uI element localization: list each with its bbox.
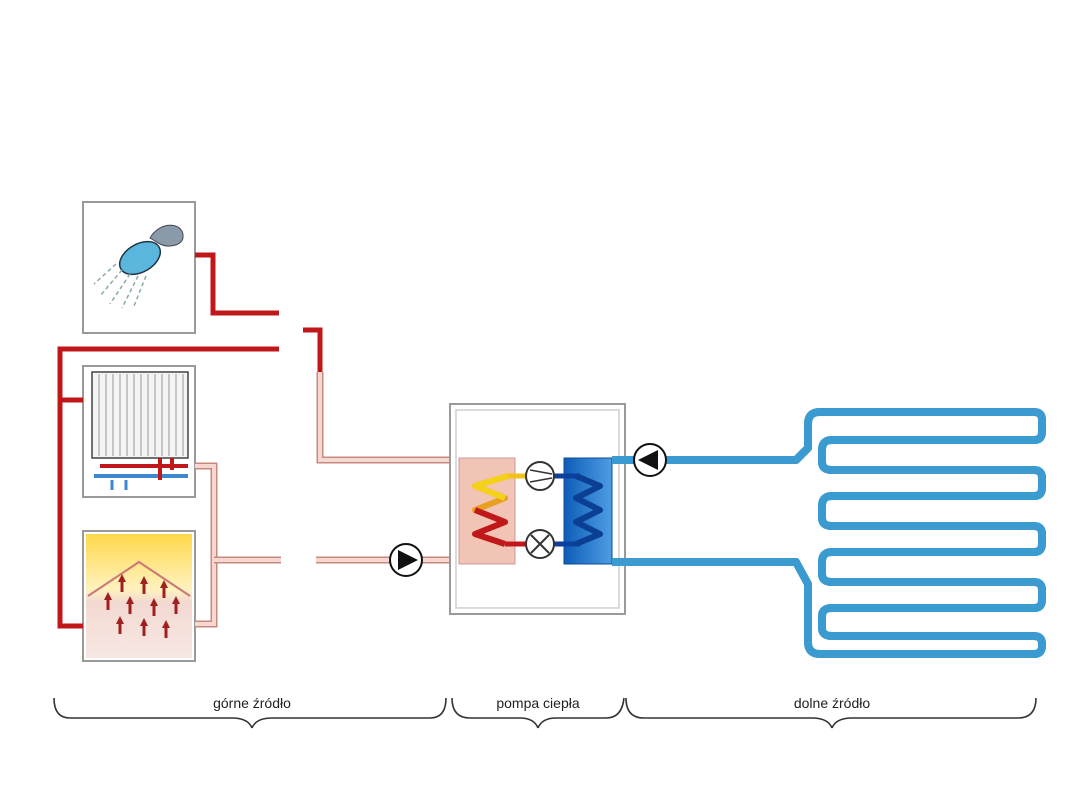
circulation-pump-icon (389, 543, 423, 577)
compressor-icon (525, 461, 555, 491)
shower-icon (93, 224, 184, 309)
label-lower-source: dolne źródło (794, 695, 870, 711)
floor-heating-box (82, 530, 196, 662)
heat-pump-unit (449, 403, 626, 615)
ground-loop-pipes (612, 408, 1046, 658)
radiator-icon (91, 371, 189, 490)
evaporator-coil (573, 473, 603, 547)
floor-heating-icon (86, 534, 192, 658)
warm-return-pipes (195, 372, 463, 628)
section-braces (53, 697, 1037, 729)
hot-supply-pipes (57, 252, 323, 629)
label-heat-pump: pompa ciepła (496, 695, 579, 711)
radiator-box (82, 365, 196, 498)
shower-box (82, 201, 196, 334)
ground-circulation-pump-icon (633, 443, 667, 477)
label-upper-source: górne źródło (213, 695, 291, 711)
expansion-valve-icon (525, 529, 555, 559)
